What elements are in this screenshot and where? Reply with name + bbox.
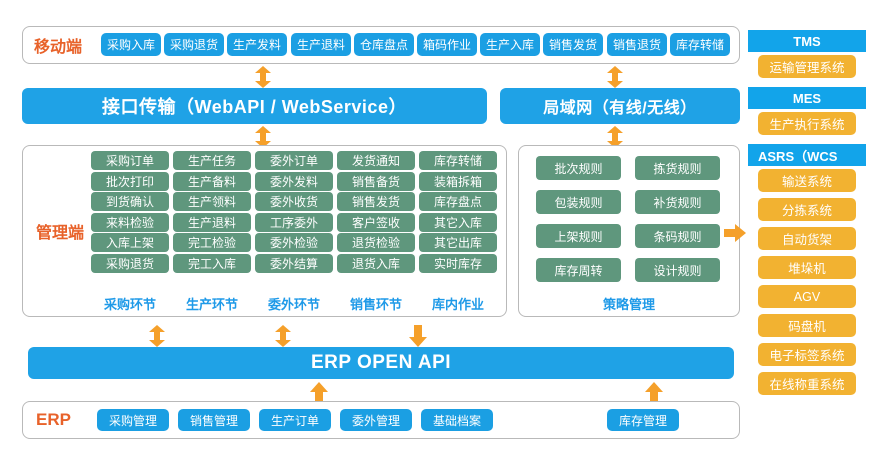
erp-button-5[interactable]: 基础档案: [421, 409, 493, 431]
arrow-api-to-management: [254, 126, 272, 148]
strategy-item-3-1[interactable]: 上架规则: [536, 224, 621, 248]
management-item-5-1[interactable]: 库存转储: [419, 151, 497, 170]
management-item-2-2[interactable]: 生产备料: [173, 172, 251, 191]
arrow-management-to-openapi-2: [274, 325, 292, 347]
management-caption-1: 采购环节: [103, 297, 156, 312]
equipment-item-3-8[interactable]: 在线称重系统: [758, 372, 856, 395]
management-item-4-1[interactable]: 发货通知: [337, 151, 415, 170]
arrow-strategy-to-equipment: [724, 224, 746, 242]
mobile-button-2[interactable]: 采购退货: [164, 33, 224, 56]
mobile-button-8[interactable]: 销售发货: [543, 33, 603, 56]
equipment-item-3-5[interactable]: AGV: [758, 285, 856, 308]
strategy-item-1-2[interactable]: 拣货规则: [635, 156, 720, 180]
erp-panel-label: ERP: [36, 410, 71, 429]
erp-open-api-bar[interactable]: ERP OPEN API: [28, 347, 734, 379]
management-item-4-6[interactable]: 退货入库: [337, 254, 415, 273]
mobile-button-4[interactable]: 生产退料: [291, 33, 351, 56]
management-item-2-1[interactable]: 生产任务: [173, 151, 251, 170]
erp-button-4[interactable]: 委外管理: [340, 409, 412, 431]
mobile-button-9[interactable]: 销售退货: [607, 33, 667, 56]
mobile-button-10[interactable]: 库存转储: [670, 33, 730, 56]
management-item-1-2[interactable]: 批次打印: [91, 172, 169, 191]
mobile-button-5[interactable]: 仓库盘点: [354, 33, 414, 56]
equipment-item-3-2[interactable]: 分拣系统: [758, 198, 856, 221]
arrow-management-to-openapi-1: [148, 325, 166, 347]
management-item-3-5[interactable]: 委外检验: [255, 233, 333, 252]
arrow-openapi-to-erp-left: [310, 382, 328, 402]
strategy-item-4-1[interactable]: 库存周转: [536, 258, 621, 282]
management-caption-2: 生产环节: [185, 297, 238, 312]
erp-button-3[interactable]: 生产订单: [259, 409, 331, 431]
mobile-button-3[interactable]: 生产发料: [227, 33, 287, 56]
arrow-strategy-to-openapi: [409, 325, 427, 347]
erp-button-1[interactable]: 采购管理: [97, 409, 169, 431]
management-item-4-2[interactable]: 销售备货: [337, 172, 415, 191]
mobile-button-6[interactable]: 箱码作业: [417, 33, 477, 56]
management-item-4-4[interactable]: 客户签收: [337, 213, 415, 232]
management-item-1-4[interactable]: 来料检验: [91, 213, 169, 232]
strategy-item-2-1[interactable]: 包装规则: [536, 190, 621, 214]
api-transport-bar[interactable]: 接口传输（WebAPI / WebService）: [22, 88, 487, 124]
strategy-item-2-2[interactable]: 补货规则: [635, 190, 720, 214]
management-caption-3: 委外环节: [267, 297, 320, 312]
erp-button-inventory[interactable]: 库存管理: [607, 409, 679, 431]
management-item-5-2[interactable]: 装箱拆箱: [419, 172, 497, 191]
equipment-item-3-1[interactable]: 输送系统: [758, 169, 856, 192]
erp-button-2[interactable]: 销售管理: [178, 409, 250, 431]
management-item-5-6[interactable]: 实时库存: [419, 254, 497, 273]
management-item-3-6[interactable]: 委外结算: [255, 254, 333, 273]
management-item-5-3[interactable]: 库存盘点: [419, 192, 497, 211]
arrow-openapi-to-erp-right: [645, 382, 663, 402]
equipment-item-3-6[interactable]: 码盘机: [758, 314, 856, 337]
management-item-3-1[interactable]: 委外订单: [255, 151, 333, 170]
equipment-item-3-4[interactable]: 堆垛机: [758, 256, 856, 279]
management-item-2-4[interactable]: 生产退料: [173, 213, 251, 232]
equipment-group-header-2: MES: [748, 87, 866, 109]
management-item-2-6[interactable]: 完工入库: [173, 254, 251, 273]
management-item-1-3[interactable]: 到货确认: [91, 192, 169, 211]
strategy-item-4-2[interactable]: 设计规则: [635, 258, 720, 282]
management-item-5-4[interactable]: 其它入库: [419, 213, 497, 232]
equipment-group-header-1: TMS: [748, 30, 866, 52]
arrow-lan-to-strategy: [606, 126, 624, 148]
lan-transport-bar[interactable]: 局域网（有线/无线）: [500, 88, 740, 124]
management-item-3-4[interactable]: 工序委外: [255, 213, 333, 232]
strategy-item-1-1[interactable]: 批次规则: [536, 156, 621, 180]
arrow-mobile-to-api: [254, 66, 272, 88]
equipment-group-header-3: ASRS（WCS: [748, 144, 866, 166]
management-item-4-5[interactable]: 退货检验: [337, 233, 415, 252]
mobile-button-7[interactable]: 生产入库: [480, 33, 540, 56]
equipment-item-3-7[interactable]: 电子标签系统: [758, 343, 856, 366]
management-item-5-5[interactable]: 其它出库: [419, 233, 497, 252]
equipment-item-3-3[interactable]: 自动货架: [758, 227, 856, 250]
management-item-4-3[interactable]: 销售发货: [337, 192, 415, 211]
management-caption-4: 销售环节: [349, 297, 402, 312]
management-item-1-6[interactable]: 采购退货: [91, 254, 169, 273]
equipment-item-2-1[interactable]: 生产执行系统: [758, 112, 856, 135]
mobile-button-1[interactable]: 采购入库: [101, 33, 161, 56]
management-item-1-1[interactable]: 采购订单: [91, 151, 169, 170]
mobile-panel-label: 移动端: [34, 39, 83, 56]
management-item-2-3[interactable]: 生产领料: [173, 192, 251, 211]
strategy-item-3-2[interactable]: 条码规则: [635, 224, 720, 248]
management-item-3-3[interactable]: 委外收货: [255, 192, 333, 211]
management-caption-5: 库内作业: [431, 297, 484, 312]
management-panel-label: 管理端: [36, 225, 85, 242]
management-item-3-2[interactable]: 委外发料: [255, 172, 333, 191]
equipment-item-1-1[interactable]: 运输管理系统: [758, 55, 856, 78]
management-item-1-5[interactable]: 入库上架: [91, 233, 169, 252]
strategy-caption: 策略管理: [602, 297, 655, 312]
management-item-2-5[interactable]: 完工检验: [173, 233, 251, 252]
arrow-mobile-to-lan: [606, 66, 624, 88]
